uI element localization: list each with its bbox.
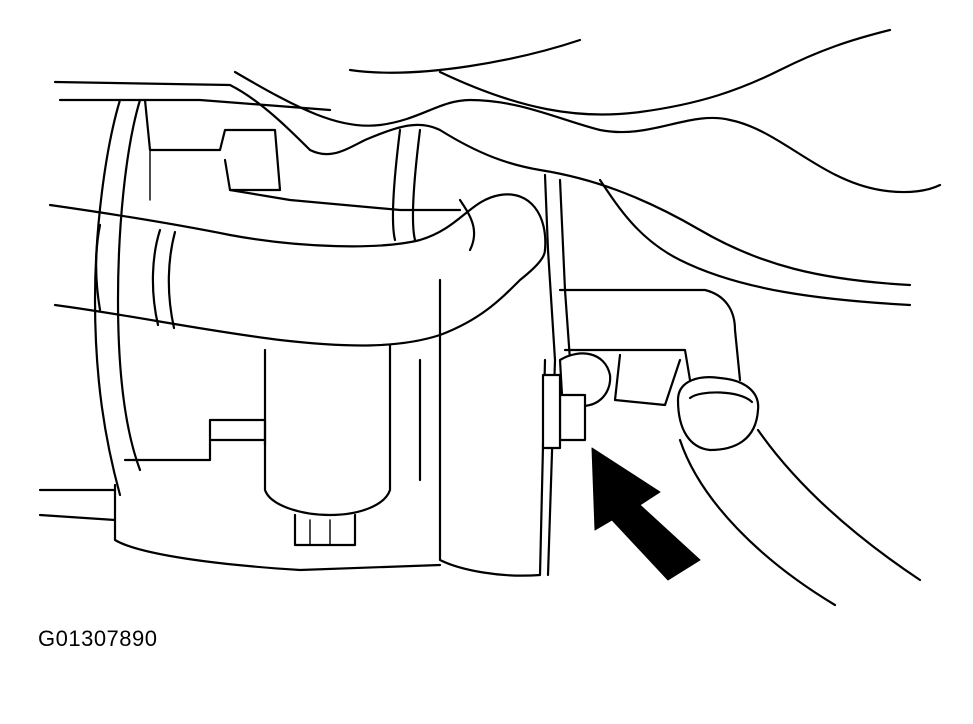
- figure-id-label: G01307890: [38, 626, 158, 651]
- solid-arrow-icon: [591, 447, 701, 581]
- right-pipe-assembly: [541, 288, 922, 607]
- left-cylindrical-body: [93, 98, 462, 497]
- central-actuator-housing: [38, 173, 572, 577]
- upper-housing-contours: [53, 28, 942, 307]
- left-curved-hose: [48, 193, 547, 347]
